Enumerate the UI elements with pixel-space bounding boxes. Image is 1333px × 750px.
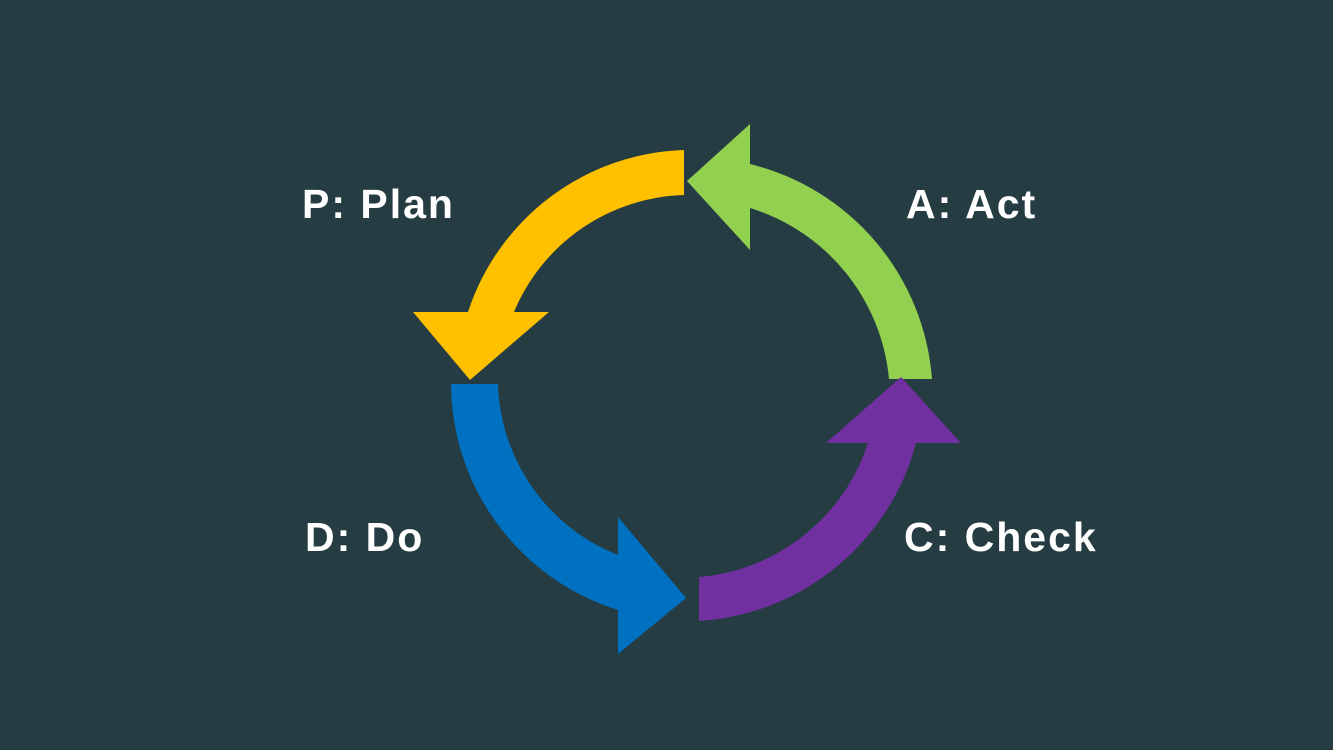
plan-label: P: Plan [302, 181, 455, 227]
act-label: A: Act [906, 181, 1038, 227]
check-label: C: Check [904, 514, 1098, 560]
check-arrow [699, 377, 961, 621]
plan-arrow [413, 150, 684, 380]
do-label: D: Do [305, 514, 425, 560]
act-arrow [687, 124, 932, 379]
do-arrow [451, 384, 686, 654]
